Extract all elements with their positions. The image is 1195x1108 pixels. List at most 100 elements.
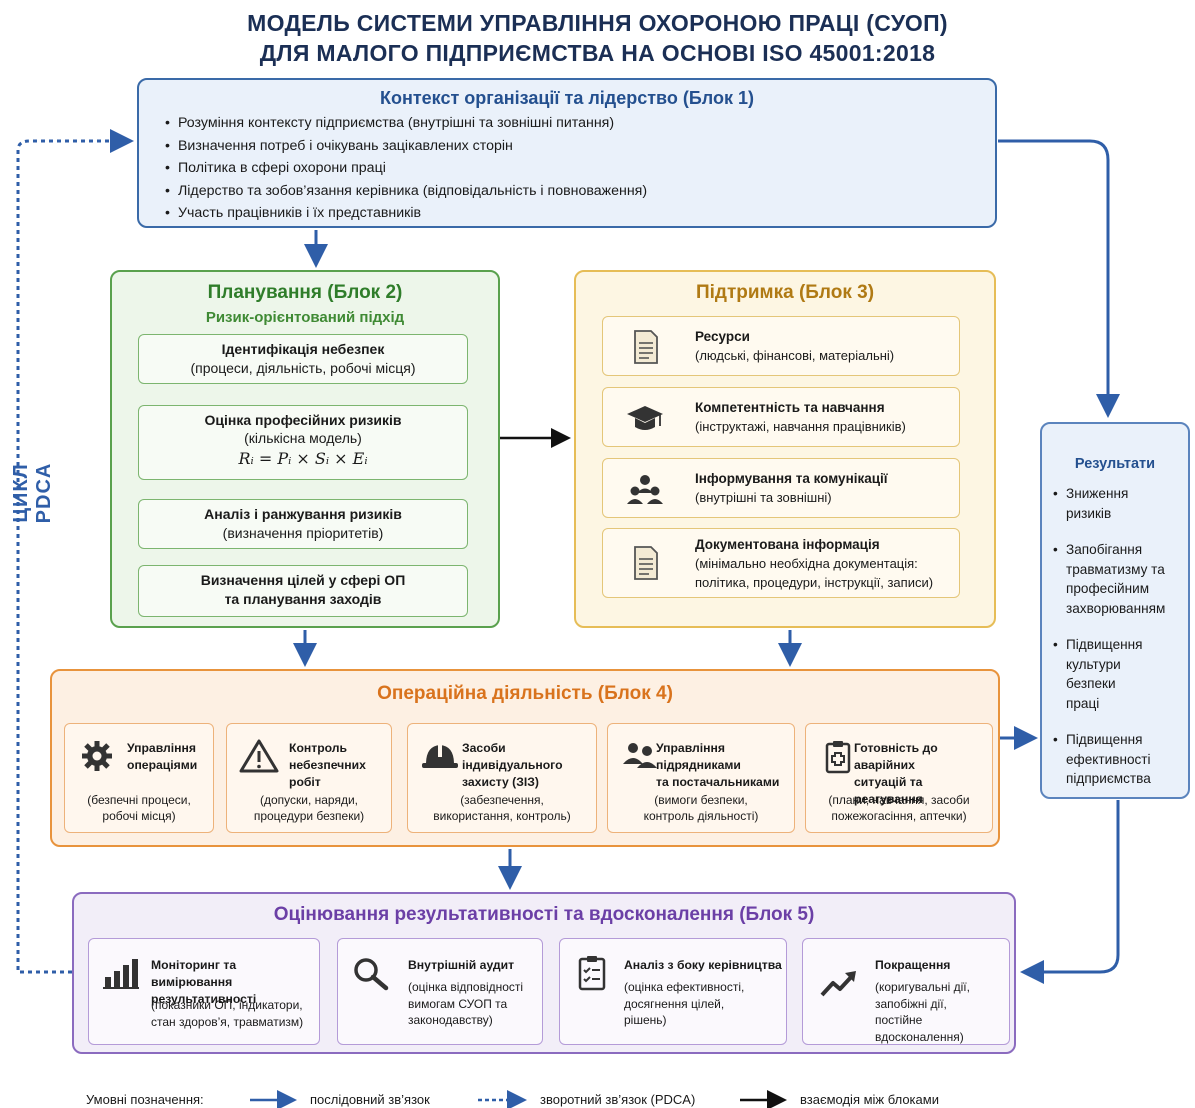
support-item-desc: (внутрішні та зовнішні) bbox=[695, 490, 832, 505]
step-title: Визначення цілей у сфері ОП bbox=[200, 572, 406, 588]
arrow-pdca-feedback bbox=[16, 129, 134, 974]
support-item-title: Інформування та комунікації bbox=[695, 471, 888, 486]
ops-desc: (забезпечення, bbox=[460, 793, 544, 807]
planning-step-risk-assessment: Оцінка професійних ризиків (кількісна мо… bbox=[138, 405, 468, 480]
results-list: Зниження ризиків Запобігання травматизму… bbox=[1050, 484, 1190, 806]
ops-title: та постачальниками bbox=[656, 775, 780, 789]
eval-desc: (коригувальні дії, bbox=[875, 980, 970, 994]
ops-desc: робочі місця) bbox=[102, 809, 176, 823]
block1-item: Лідерство та зобов’язання керівника (від… bbox=[165, 180, 647, 203]
page-title-line1: МОДЕЛЬ СИСТЕМИ УПРАВЛІННЯ ОХОРОНОЮ ПРАЦІ… bbox=[247, 10, 948, 36]
eval-desc: запобіжні дії, bbox=[875, 996, 947, 1011]
results-item: Підвищення культури безпеки праці bbox=[1050, 635, 1152, 713]
support-item-resources: Ресурси (людські, фінансові, матеріальні) bbox=[602, 316, 960, 376]
support-item-title: Документована інформація bbox=[695, 537, 880, 552]
ops-title: Контроль bbox=[289, 741, 348, 755]
eval-title: Аналіз з боку керівництва bbox=[624, 958, 782, 972]
evaluation-item-improvement: Покращення (коригувальні дії, запобіжні д… bbox=[802, 938, 1010, 1045]
support-item-desc: політика, процедури, інструкції, записи) bbox=[695, 575, 934, 590]
planning-step-risk-ranking: Аналіз і ранжування ризиків (визначення … bbox=[138, 499, 468, 549]
people-icon bbox=[623, 743, 657, 768]
ops-desc: (безпечні процеси, bbox=[87, 793, 191, 807]
block1-title: Контекст організації та лідерство (Блок … bbox=[380, 88, 754, 108]
results-panel: Результати Зниження ризиків Запобігання … bbox=[1040, 422, 1190, 799]
arrow-results-b5 bbox=[1020, 800, 1120, 984]
ops-title: операціями bbox=[127, 758, 198, 772]
block1-item: Визначення потреб і очікувань зацікавлен… bbox=[165, 135, 647, 158]
eval-title: Внутрішній аудит bbox=[408, 958, 515, 972]
ops-title: Управління підрядниками bbox=[656, 741, 741, 772]
operations-item-hazardous-work: Контроль небезпечних робіт (допуски, наря… bbox=[226, 723, 392, 833]
support-item-communication: Інформування та комунікації (внутрішні та… bbox=[602, 458, 960, 518]
ops-desc: використання, контроль) bbox=[433, 809, 571, 823]
ops-desc: (допуски, наряди, bbox=[259, 793, 359, 807]
ops-desc: (плани, навчання, засоби bbox=[828, 793, 970, 807]
document-icon bbox=[634, 330, 658, 364]
ops-title: ситуацій та реагування bbox=[854, 775, 923, 806]
people-icon bbox=[627, 475, 663, 504]
graduation-cap-icon bbox=[627, 406, 663, 430]
results-item: Запобігання травматизму та професійним з… bbox=[1050, 540, 1190, 618]
ops-desc: пожежогасіння, аптечки) bbox=[831, 809, 967, 823]
legend-sequential: послідовний зв’язок bbox=[310, 1092, 430, 1107]
results-title: Результати bbox=[1074, 456, 1156, 472]
support-item-desc: (інструктажі, навчання працівників) bbox=[695, 419, 906, 434]
helmet-icon bbox=[422, 745, 458, 768]
block2-title: Планування (Блок 2) bbox=[207, 282, 403, 303]
document-icon bbox=[634, 546, 658, 580]
block1-item: Розуміння контексту підприємства (внутрі… bbox=[165, 112, 647, 135]
trend-up-icon bbox=[820, 971, 856, 997]
block1-item: Політика в сфері охорони праці bbox=[165, 157, 647, 180]
legend-label: Умовні позначення: bbox=[86, 1092, 204, 1107]
block1-item: Участь працівників і їх представників bbox=[165, 202, 647, 225]
results-item: Підвищення ефективності підприємства bbox=[1050, 730, 1176, 789]
eval-desc: досягнення цілей, bbox=[624, 996, 725, 1011]
eval-desc: постійне вдосконалення) bbox=[875, 1013, 964, 1044]
block3-title: Підтримка (Блок 3) bbox=[695, 282, 875, 303]
block5-evaluation-improvement: Оцінювання результативності та вдосконал… bbox=[72, 892, 1016, 1054]
block2-subtitle: Ризик-орієнтований підхід bbox=[205, 309, 405, 326]
ops-title: Готовність до аварійних bbox=[854, 741, 938, 772]
bar-chart-icon bbox=[103, 959, 139, 989]
support-item-documented-info: Документована інформація(мінімально необ… bbox=[602, 528, 960, 598]
evaluation-item-management-review: Аналіз з боку керівництва (оцінка ефекти… bbox=[559, 938, 787, 1045]
ops-desc: контроль діяльності) bbox=[643, 809, 759, 823]
ops-title: захисту (ЗІЗ) bbox=[462, 775, 539, 789]
planning-step-objectives: Визначення цілей у сфері ОП та плануванн… bbox=[138, 565, 468, 617]
step-desc: (кількісна модель) bbox=[244, 430, 362, 446]
step-desc: (процеси, діяльність, робочі місця) bbox=[190, 360, 416, 376]
step-title: Ідентифікація небезпек bbox=[221, 341, 385, 357]
operations-item-contractors: Управління підрядниками та постачальникам… bbox=[607, 723, 795, 833]
checklist-icon bbox=[578, 956, 606, 991]
legend-feedback: зворотний зв’язок (PDCA) bbox=[540, 1092, 696, 1107]
ops-desc: процедури безпеки) bbox=[253, 809, 365, 823]
risk-formula: Rᵢ = Pᵢ × Sᵢ × Eᵢ bbox=[238, 449, 368, 468]
eval-desc: стан здоров’я, травматизм) bbox=[151, 1014, 304, 1029]
support-item-competence: Компетентність та навчання (інструктажі, … bbox=[602, 387, 960, 447]
step-title: Аналіз і ранжування ризиків bbox=[204, 506, 402, 522]
step-desc: та планування заходів bbox=[224, 591, 382, 607]
eval-desc: (показники ОП, індикатори, bbox=[151, 998, 303, 1012]
support-item-title: Компетентність та навчання bbox=[695, 400, 885, 415]
results-item: Зниження ризиків bbox=[1050, 484, 1152, 523]
block4-title: Операційна діяльність (Блок 4) bbox=[377, 683, 673, 704]
eval-title: Моніторинг та вимірювання bbox=[151, 958, 237, 989]
legend-interaction: взаємодія між блоками bbox=[800, 1092, 939, 1107]
ops-title: небезпечних робіт bbox=[289, 758, 366, 789]
eval-desc: рішень) bbox=[624, 1013, 667, 1027]
first-aid-icon bbox=[825, 741, 851, 774]
eval-desc: (оцінка відповідності bbox=[408, 980, 524, 994]
planning-step-hazard-identification: Ідентифікація небезпек (процеси, діяльні… bbox=[138, 334, 468, 384]
warning-icon bbox=[239, 739, 279, 773]
support-item-desc: (людські, фінансові, матеріальні) bbox=[695, 348, 895, 363]
support-item-title: Ресурси bbox=[695, 329, 750, 344]
eval-title: результативності bbox=[151, 992, 257, 1006]
ops-desc: (вимоги безпеки, bbox=[654, 793, 748, 807]
block1-list: Розуміння контексту підприємства (внутрі… bbox=[165, 112, 647, 225]
eval-title: Покращення bbox=[875, 958, 951, 972]
